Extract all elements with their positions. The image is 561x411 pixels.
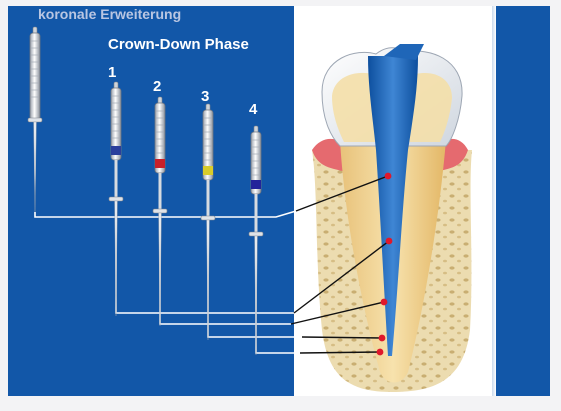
coronal-file-handle: [30, 33, 40, 120]
depth-marker-2: [386, 238, 393, 245]
file-number-1: 1: [108, 64, 116, 81]
coronal-file-rubber-stop: [28, 118, 42, 122]
file-3-rubber-stop: [201, 216, 215, 220]
file-1-color-band: [111, 146, 121, 155]
depth-marker-3: [381, 299, 388, 306]
file-number-4: 4: [249, 101, 257, 118]
depth-marker-4: [379, 335, 386, 342]
file-4-rubber-stop: [249, 232, 263, 236]
phase-label: Crown-Down Phase: [108, 36, 249, 53]
file-2-rubber-stop: [153, 209, 167, 213]
depth-marker-5: [377, 349, 384, 356]
file-2-color-band: [155, 159, 165, 168]
file-number-3: 3: [201, 88, 209, 105]
file-4-color-band: [251, 180, 261, 189]
diagram-title: koronale Erweiterung: [38, 6, 181, 22]
file-1-rubber-stop: [109, 197, 123, 201]
depth-marker-1: [385, 173, 392, 180]
file-3-color-band: [203, 166, 213, 175]
pointer-line-5: [300, 352, 380, 353]
file-number-2: 2: [153, 78, 161, 95]
pointer-line-4: [302, 337, 382, 338]
tooth-panel-edge: [478, 6, 496, 396]
